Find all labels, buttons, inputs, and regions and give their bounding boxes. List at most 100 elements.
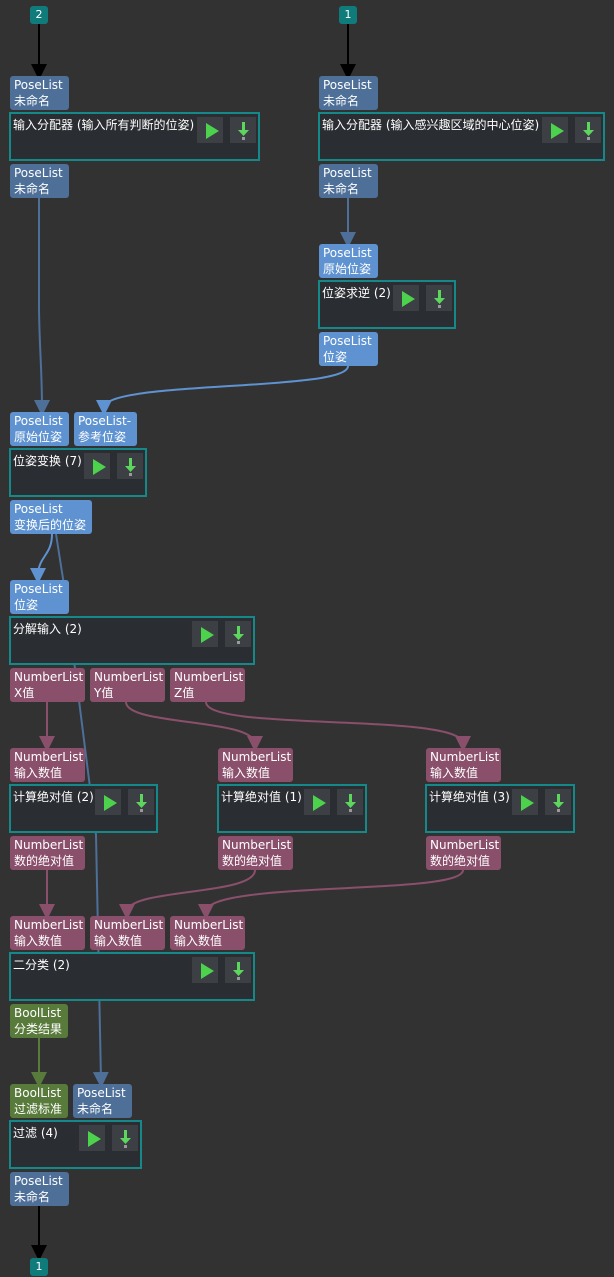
port-label: 分类结果 (14, 1022, 63, 1036)
run-button[interactable] (196, 116, 224, 144)
node-title: 输入分配器 (输入所有判断的位姿) (13, 118, 195, 132)
decompose-input-port[interactable]: PoseList 位姿 (10, 580, 69, 614)
port-type: PoseList (14, 502, 63, 516)
run-button[interactable] (541, 116, 569, 144)
port-type: PoseList (77, 1086, 126, 1100)
port-type: PoseList (323, 78, 372, 92)
node-filter[interactable]: 过滤 (4) (9, 1120, 142, 1169)
node-abs-2[interactable]: 计算绝对值 (1) (217, 784, 367, 833)
node-title: 位姿求逆 (2) (322, 286, 391, 300)
filter-input-port-1[interactable]: BoolList 过滤标准 (10, 1084, 68, 1118)
port-label: 输入数值 (94, 934, 143, 948)
port-type: PoseList (14, 582, 63, 596)
run-button[interactable] (94, 788, 122, 816)
node-invert[interactable]: 位姿求逆 (2) (318, 280, 456, 329)
port-type: PoseList- (78, 414, 132, 428)
classify-output-port[interactable]: BoolList 分类结果 (10, 1004, 68, 1038)
port-label: 输入数值 (14, 934, 63, 948)
input-terminal-1[interactable]: 1 (339, 6, 357, 24)
splitter-left-input-port[interactable]: PoseList 未命名 (10, 76, 69, 110)
run-button[interactable] (303, 788, 331, 816)
node-splitter-left[interactable]: 输入分配器 (输入所有判断的位姿) (9, 112, 260, 161)
decompose-output-z[interactable]: NumberList Z值 (170, 668, 245, 702)
run-button[interactable] (78, 1124, 106, 1152)
port-label: 参考位姿 (78, 430, 127, 444)
step-button[interactable] (574, 116, 602, 144)
decompose-output-x[interactable]: NumberList X值 (10, 668, 85, 702)
port-type: NumberList (430, 750, 500, 764)
node-classify[interactable]: 二分类 (2) (9, 952, 255, 1001)
abs1-output-port[interactable]: NumberList 数的绝对值 (10, 836, 85, 870)
step-button[interactable] (111, 1124, 139, 1152)
wire-transform-to-decompose (30, 533, 53, 584)
port-label: Z值 (174, 686, 195, 700)
run-button[interactable] (392, 284, 420, 312)
splitter-right-input-port[interactable]: PoseList 未命名 (319, 76, 378, 110)
step-button[interactable] (425, 284, 453, 312)
filter-output-port[interactable]: PoseList 未命名 (10, 1172, 69, 1206)
port-label: 位姿 (323, 350, 348, 364)
abs2-output-port[interactable]: NumberList 数的绝对值 (218, 836, 293, 870)
invert-output-port[interactable]: PoseList 位姿 (319, 332, 378, 366)
port-type: NumberList (14, 670, 84, 684)
run-button[interactable] (83, 452, 111, 480)
splitter-left-output-port[interactable]: PoseList 未命名 (10, 164, 69, 198)
port-type: NumberList (14, 918, 84, 932)
play-icon (93, 459, 106, 475)
play-icon (551, 123, 564, 139)
port-type: NumberList (430, 838, 500, 852)
run-button[interactable] (511, 788, 539, 816)
step-button[interactable] (224, 620, 252, 648)
port-label: 变换后的位姿 (14, 518, 87, 532)
play-icon (104, 795, 117, 811)
transform-input-port-1[interactable]: PoseList 原始位姿 (10, 412, 69, 446)
port-label: 原始位姿 (323, 262, 372, 276)
abs1-input-port[interactable]: NumberList 输入数值 (10, 748, 85, 782)
wire-splitter-left-to-transform (33, 198, 50, 416)
port-type: NumberList (14, 750, 84, 764)
port-label: 未命名 (14, 1190, 51, 1204)
transform-input-port-2[interactable]: PoseList- 参考位姿 (74, 412, 137, 446)
step-button[interactable] (229, 116, 257, 144)
node-title: 计算绝对值 (2) (13, 790, 94, 804)
port-label: Y值 (94, 686, 114, 700)
classify-input-port-1[interactable]: NumberList 输入数值 (10, 916, 85, 950)
transform-output-port[interactable]: PoseList 变换后的位姿 (10, 500, 92, 534)
play-icon (88, 1131, 101, 1147)
step-button[interactable] (224, 956, 252, 984)
step-button[interactable] (116, 452, 144, 480)
run-button[interactable] (191, 620, 219, 648)
step-down-icon (233, 962, 244, 980)
splitter-right-output-port[interactable]: PoseList 未命名 (319, 164, 378, 198)
port-type: NumberList (174, 670, 244, 684)
step-button[interactable] (127, 788, 155, 816)
port-type: BoolList (14, 1086, 62, 1100)
input-terminal-2[interactable]: 2 (30, 6, 48, 24)
port-label: 数的绝对值 (14, 854, 75, 868)
port-type: PoseList (14, 78, 63, 92)
invert-input-port[interactable]: PoseList 原始位姿 (319, 244, 378, 278)
abs3-input-port[interactable]: NumberList 输入数值 (426, 748, 501, 782)
port-label: 未命名 (77, 1102, 114, 1116)
abs3-output-port[interactable]: NumberList 数的绝对值 (426, 836, 501, 870)
step-button[interactable] (336, 788, 364, 816)
classify-input-port-2[interactable]: NumberList 输入数值 (90, 916, 165, 950)
output-terminal-1[interactable]: 1 (30, 1258, 48, 1276)
wire-y-to-abs2 (125, 701, 263, 752)
port-type: PoseList (323, 246, 372, 260)
decompose-output-y[interactable]: NumberList Y值 (90, 668, 165, 702)
classify-input-port-3[interactable]: NumberList 输入数值 (170, 916, 245, 950)
port-type: PoseList (323, 334, 372, 348)
node-transform[interactable]: 位姿变换 (7) (9, 448, 147, 497)
step-down-icon (120, 1130, 131, 1148)
port-type: NumberList (94, 918, 164, 932)
step-button[interactable] (544, 788, 572, 816)
node-abs-3[interactable]: 计算绝对值 (3) (425, 784, 575, 833)
filter-input-port-2[interactable]: PoseList 未命名 (73, 1084, 132, 1118)
port-label: 未命名 (14, 182, 51, 196)
node-splitter-right[interactable]: 输入分配器 (输入感兴趣区域的中心位姿) (318, 112, 605, 161)
run-button[interactable] (191, 956, 219, 984)
abs2-input-port[interactable]: NumberList 输入数值 (218, 748, 293, 782)
node-abs-1[interactable]: 计算绝对值 (2) (9, 784, 158, 833)
node-decompose[interactable]: 分解输入 (2) (9, 616, 255, 665)
